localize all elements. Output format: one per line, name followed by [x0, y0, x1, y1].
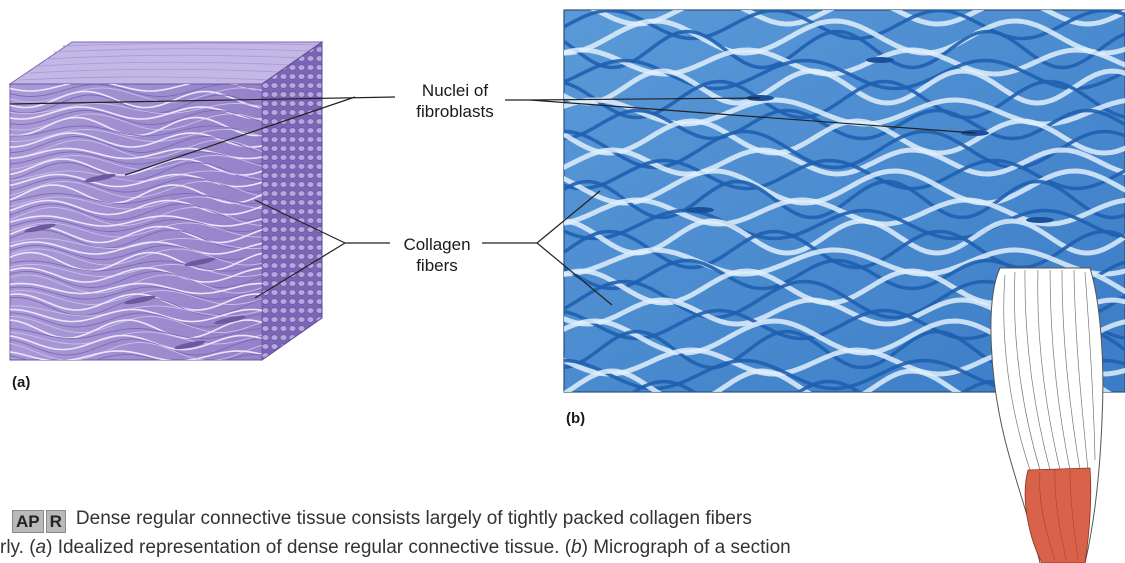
- collagen-fiber-line: [10, 293, 262, 311]
- collagen-fiber-line: [10, 328, 262, 339]
- collagen-fiber-line: [10, 316, 262, 333]
- caption-italic-a: a: [35, 537, 47, 558]
- caption-line-2: rly. (a) Idealized representation of den…: [0, 537, 791, 559]
- collagen-fiber-line: [10, 125, 262, 137]
- micrograph-fiber: [564, 29, 1125, 70]
- fibroblast-nucleus: [84, 173, 116, 183]
- collagen-fiber-line: [10, 87, 262, 103]
- micrograph-fiber: [630, 379, 1028, 392]
- micrograph-fiber: [564, 168, 1125, 206]
- caption-italic-b: b: [571, 537, 582, 558]
- collagen-fiber-line: [10, 229, 262, 249]
- micrograph-fiber: [564, 108, 1125, 141]
- apr-badge-r: R: [45, 510, 66, 533]
- collagen-fiber-line: [10, 203, 262, 221]
- collagen-fiber-line: [10, 264, 262, 277]
- micrograph-fiber: [564, 247, 1125, 277]
- collagen-fiber-line: [10, 267, 262, 283]
- fibroblast-nucleus: [24, 223, 56, 233]
- fibroblast-nucleus: [124, 295, 156, 305]
- collagen-fiber-line: [10, 177, 262, 193]
- collagen-fiber-line: [10, 282, 262, 295]
- collagen-fiber-line: [10, 110, 262, 125]
- collagen-fiber-line: [10, 241, 262, 255]
- collagen-fiber-line: [10, 139, 262, 159]
- collagen-fiber-line: [10, 84, 262, 97]
- cube-front-face: [9, 83, 263, 361]
- collagen-fiber-line: [10, 260, 262, 272]
- micrograph-fiber: [564, 147, 1125, 177]
- collagen-fiber-line: [10, 181, 262, 198]
- collagen-fiber-line: [10, 350, 262, 360]
- collagen-fiber-line: [10, 238, 262, 249]
- collagen-fiber-line: [10, 312, 262, 328]
- panel-a-label: (a): [12, 374, 31, 391]
- collagen-fiber-line: [10, 274, 262, 294]
- collagen-fiber-line: [10, 132, 262, 148]
- collagen-fiber-line: [10, 219, 262, 232]
- cube-side-face: [261, 41, 323, 361]
- collagen-fiber-line: [10, 248, 262, 266]
- collagen-fiber-line: [10, 215, 262, 227]
- collagen-fiber-line: [10, 354, 262, 360]
- fibroblast-nucleus: [214, 315, 246, 325]
- collagen-fiber-line: [10, 103, 262, 114]
- fibroblast-nucleus: [184, 257, 216, 267]
- collagen-fiber-line: [10, 342, 262, 360]
- caption-text-2a: rly. (: [0, 537, 36, 558]
- caption-text-1: Dense regular connective tissue consists…: [75, 508, 752, 529]
- collagen-fiber-line: [10, 170, 262, 182]
- apr-badge-ap: AP: [12, 510, 44, 533]
- collagen-fiber-line: [10, 129, 262, 142]
- collagen-fiber-line: [10, 225, 262, 244]
- caption-text-2c: ) Micrograph of a section: [581, 537, 791, 558]
- panel-b-label: (b): [566, 410, 586, 427]
- fibroblast-nucleus: [174, 340, 206, 350]
- collagen-fiber-line: [10, 151, 262, 165]
- collagen-fiber-line: [10, 319, 262, 339]
- collagen-fiber-line: [10, 158, 262, 176]
- micrograph-fiber: [564, 18, 1125, 56]
- collagen-fiber-line: [10, 207, 262, 226]
- nuclei-of-fibroblasts-label: Nuclei of fibroblasts: [416, 81, 494, 121]
- micrograph-fiber: [564, 208, 1125, 241]
- micrograph-fiber: [564, 58, 1125, 91]
- collagen-fiber-line: [10, 184, 262, 204]
- micrograph-fiber: [564, 158, 1125, 191]
- caption-text-2b: ) Idealized representation of dense regu…: [46, 537, 572, 558]
- micrograph-nucleus: [1026, 217, 1054, 223]
- collagen-fiber-line: [10, 245, 262, 260]
- collagen-fiber-line: [10, 308, 262, 323]
- collagen-fiber-line: [10, 338, 262, 356]
- micrograph-fiber: [564, 10, 1125, 41]
- collagen-fiber-line: [10, 193, 262, 204]
- collagen-fiber-line: [10, 155, 262, 170]
- collagen-fiber-line: [10, 251, 262, 272]
- collagen-fiber-line: [10, 271, 262, 288]
- leader-lines: [9, 96, 976, 306]
- micrograph-nucleus: [686, 207, 714, 213]
- muscle-tendon-illustration: [990, 267, 1104, 563]
- collagen-fiber-line: [10, 222, 262, 238]
- micrograph-nucleus: [866, 57, 894, 63]
- collagen-fiber-line: [10, 331, 262, 345]
- micrograph-fiber: [564, 68, 1125, 106]
- collagen-fibers-label: Collagen fibers: [403, 235, 471, 275]
- collagen-fiber-line: [10, 334, 262, 351]
- collagen-fiber-line: [10, 286, 262, 300]
- micrograph-fiber: [564, 129, 1125, 170]
- collagen-fiber-line: [10, 162, 262, 181]
- collagen-fiber-line: [10, 84, 262, 92]
- collagen-fiber-line: [10, 136, 262, 153]
